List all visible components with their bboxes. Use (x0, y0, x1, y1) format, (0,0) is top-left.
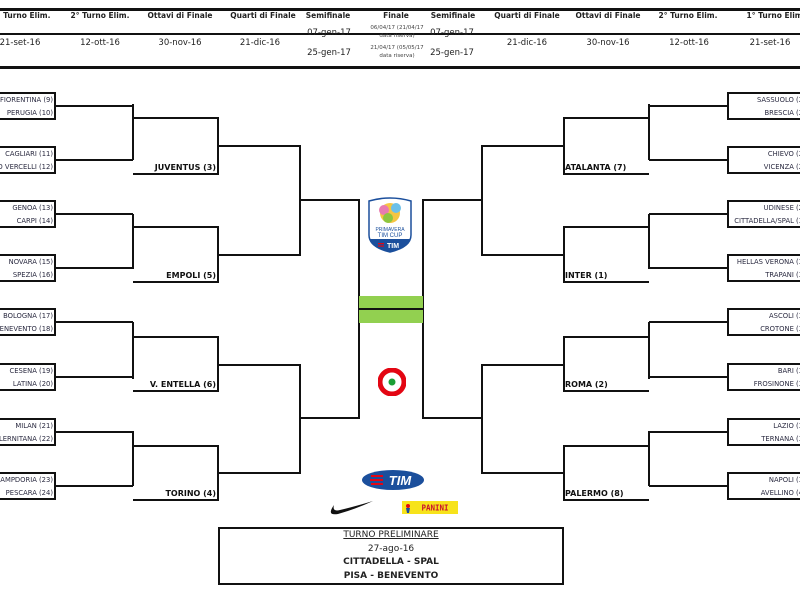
match-box-right (727, 92, 800, 120)
team-label: PISA/BENEVENTO (18) (0, 325, 53, 333)
svg-text:TIM: TIM (387, 243, 399, 250)
team-label: CROTONE (34) (760, 325, 800, 333)
team-label: CESENA (19) (9, 366, 54, 375)
tim-logo: TIM (362, 470, 424, 490)
col-ottavi-right: Ottavi di Finale (575, 11, 641, 20)
final-leg2-date: 21/04/17 (05/05/17 (370, 45, 424, 51)
primavera-tim-cup-logo: PRIMAVERA TIM CUP TIM (368, 197, 412, 253)
team-label: FIORENTINA (9) (0, 95, 53, 104)
match-box-right (727, 254, 800, 282)
prelim-match-1: CITTADELLA - SPAL (343, 557, 439, 567)
seeded-team: PALERMO (8) (565, 489, 624, 498)
team-label: LAZIO (37) (773, 421, 800, 430)
team-label: ASCOLI (33) (769, 311, 800, 320)
panini-logo: PANINI (402, 501, 458, 514)
final-leg1-note: data riserva) (379, 33, 415, 39)
col-ottavi-left: Ottavi di Finale (147, 11, 213, 20)
team-label: GENOA (13) (12, 203, 53, 212)
team-label: SASSUOLO (25) (756, 95, 800, 104)
schedule-header (0, 8, 800, 69)
match-box-right (727, 308, 800, 336)
team-label: VICENZA (28) (763, 163, 800, 171)
team-label: PESCARA (24) (5, 489, 53, 497)
col-turno2-left: 2° Turno Elim. (70, 11, 130, 20)
svg-text:TIM CUP: TIM CUP (378, 233, 403, 239)
team-label: MILAN (21) (15, 421, 53, 430)
col-finale: Finale (383, 11, 409, 20)
prelim-title: TURNO PRELIMINARE (343, 530, 439, 540)
team-label: BARI (35) (777, 366, 800, 375)
seeded-team: TORINO (4) (165, 489, 216, 498)
seeded-team: ROMA (2) (565, 380, 608, 389)
team-label: NOVARA (15) (8, 257, 53, 266)
prelim-match-2: PISA - BENEVENTO (343, 570, 439, 581)
date-semi2-left: 25-gen-17 (307, 48, 351, 58)
match-box-right (727, 200, 800, 228)
match-box-right (727, 472, 800, 500)
team-label: TERNANA (38) (761, 435, 800, 443)
date-quarti-right: 21-dic-16 (506, 38, 548, 48)
col-quarti-left: Quarti di Finale (230, 11, 296, 20)
svg-text:PANINI: PANINI (421, 504, 448, 513)
team-label: SALERNITANA (22) (0, 435, 53, 443)
team-label: FROSINONE (36) (753, 380, 800, 388)
team-label: TRAPANI (32) (765, 271, 800, 279)
match-box-right (727, 146, 800, 174)
match-box-right (727, 363, 800, 391)
svg-text:TIM: TIM (389, 473, 413, 488)
team-label: BOLOGNA (17) (3, 311, 53, 320)
final-line (359, 308, 423, 310)
team-label: SAMPDORIA (23) (0, 475, 53, 484)
col-turno1-left: 1° Turno Elim. (0, 11, 51, 20)
seeded-team: ATALANTA (7) (565, 163, 627, 172)
match-box-right (727, 418, 800, 446)
col-semi-left: Semifinale (305, 11, 351, 20)
nike-swoosh-logo (330, 501, 373, 515)
date-turno1-right: 21-set-16 (749, 38, 791, 48)
team-label: UDINESE (29) (763, 203, 800, 212)
col-turno1-right: 1° Turno Elim. (746, 11, 800, 20)
seeded-team: INTER (1) (565, 271, 608, 280)
col-quarti-right: Quarti di Finale (494, 11, 560, 20)
final-leg1: 06/04/17 (21/04/17 data riserva) (370, 24, 423, 40)
team-label: LATINA (20) (12, 380, 53, 388)
team-label: BRESCIA (26) (764, 109, 800, 117)
seeded-team: V. ENTELLA (6) (149, 380, 216, 389)
team-label: AVELLINO (40) (760, 489, 800, 497)
date-semi1-left: 07-gen-17 (307, 28, 351, 38)
header-divider (0, 33, 800, 35)
date-ottavi-left: 30-nov-16 (158, 38, 202, 48)
svg-text:PRIMAVERA: PRIMAVERA (375, 227, 405, 233)
date-semi2-right: 25-gen-17 (430, 48, 474, 58)
col-semi-right: Semifinale (430, 11, 476, 20)
coccarda-icon (378, 368, 406, 396)
prelim-date: 27-ago-16 (367, 543, 415, 554)
col-turno2-right: 2° Turno Elim. (658, 11, 718, 20)
team-label: SPEZIA (16) (12, 271, 53, 279)
team-label: CAGLIARI (11) (5, 149, 53, 158)
team-label: PRO VERCELLI (12) (0, 163, 53, 171)
final-leg2: 21/04/17 (05/05/17 data riserva) (370, 44, 423, 60)
team-label: PERUGIA (10) (6, 109, 53, 117)
date-quarti-left: 21-dic-16 (239, 38, 281, 48)
date-turno2-left: 12-ott-16 (80, 38, 120, 48)
team-label: HELLAS VERONA (31) (736, 257, 800, 266)
team-label: CARPI (14) (16, 217, 53, 225)
seeded-team: EMPOLI (5) (166, 271, 216, 280)
preliminary-round-box: TURNO PRELIMINARE 27-ago-16 CITTADELLA -… (218, 527, 564, 585)
final-leg1-date: 06/04/17 (21/04/17 (370, 25, 424, 31)
date-ottavi-right: 30-nov-16 (586, 38, 630, 48)
date-turno1-left: 21-set-16 (0, 38, 41, 48)
final-leg2-note: data riserva) (379, 53, 415, 59)
seeded-team: JUVENTUS (3) (154, 163, 216, 172)
date-semi1-right: 07-gen-17 (430, 28, 474, 38)
team-label: CITTADELLA/SPAL (30) (734, 217, 800, 225)
team-label: CHIEVO (27) (767, 149, 800, 158)
date-turno2-right: 12-ott-16 (669, 38, 709, 48)
team-label: NAPOLI (39) (768, 475, 800, 484)
